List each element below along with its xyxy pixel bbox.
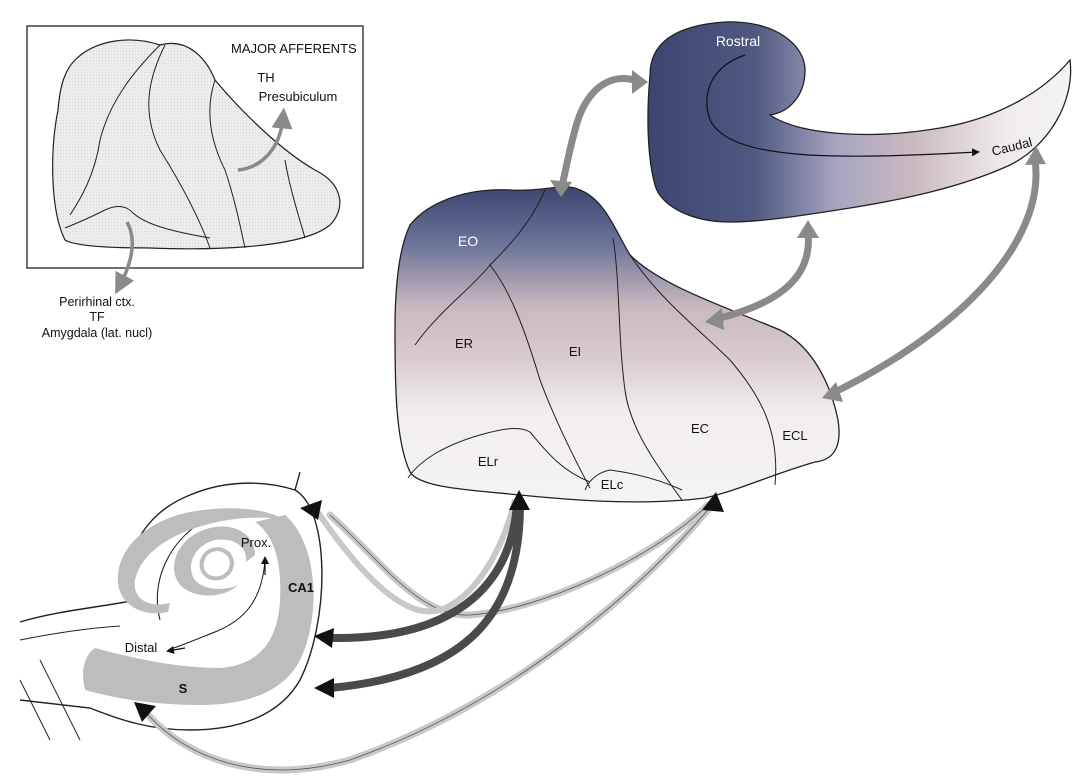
- distal-label: Distal: [125, 640, 158, 655]
- afferent-amygdala: Amygdala (lat. nucl): [42, 326, 152, 340]
- projection-ec-to-s: [148, 505, 712, 770]
- arrowhead-ca1-mid: [314, 628, 334, 648]
- region-elc: ELc: [601, 477, 624, 492]
- subiculum-label: S: [179, 681, 188, 696]
- inset-afferent-th: TH: [257, 70, 274, 85]
- region-elr: ELr: [478, 454, 499, 469]
- afferent-tf: TF: [89, 310, 105, 324]
- dentate-hilus-ring: [202, 549, 232, 578]
- hippocampus-long-axis: Rostral Caudal: [648, 22, 1071, 222]
- arrow-mid-ei: [720, 232, 808, 318]
- inset-afferent-presubiculum: Presubiculum: [259, 89, 338, 104]
- projection-elr-to-s: [330, 505, 520, 688]
- entorhinal-cortex: EO ER EI ELr ELc EC ECL: [395, 187, 839, 502]
- inset-title: MAJOR AFFERENTS: [231, 41, 357, 56]
- ca1-label: CA1: [288, 580, 314, 595]
- afferents-inset: MAJOR AFFERENTS TH Presubiculum: [27, 26, 363, 285]
- hippocampal-section: Prox. Distal CA1 S: [20, 472, 322, 740]
- prox-label: Prox.: [241, 535, 271, 550]
- region-ec: EC: [691, 421, 709, 436]
- arrow-mid-ei-head-top: [797, 220, 819, 238]
- region-er: ER: [455, 336, 473, 351]
- region-eo: EO: [458, 233, 478, 249]
- arrowhead-s-ec: [314, 678, 334, 698]
- rostral-label: Rostral: [716, 33, 760, 49]
- region-ecl: ECL: [782, 428, 807, 443]
- arrow-rostral-eo: [562, 79, 640, 185]
- afferent-perirhinal: Perirhinal ctx.: [59, 295, 135, 309]
- region-ei: EI: [569, 344, 581, 359]
- arrow-rostral-eo-head-top: [632, 70, 648, 94]
